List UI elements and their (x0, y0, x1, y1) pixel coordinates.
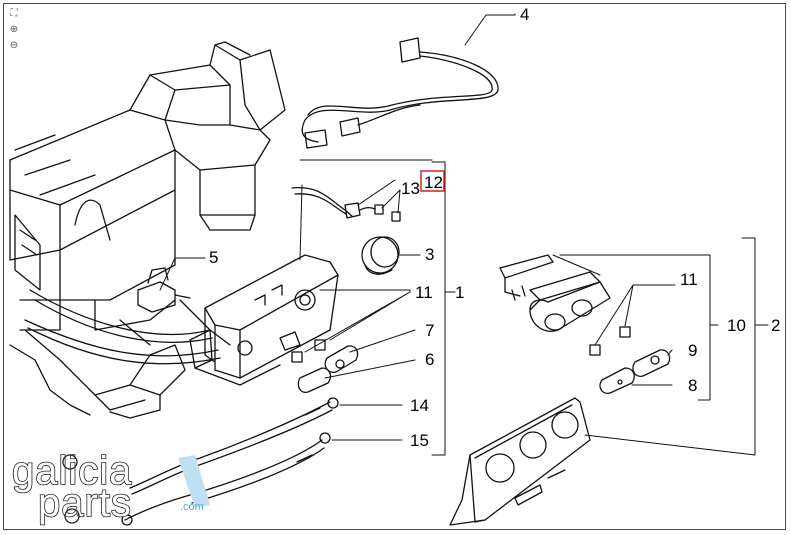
fit-view-icon[interactable]: ⛶ (10, 8, 18, 19)
callout-15: 15 (410, 431, 429, 450)
heater-housing-drawing (9, 41, 286, 419)
part-6-switch-drawing (297, 367, 332, 393)
leader-lines (159, 13, 769, 456)
part-4-wiring-harness-drawing (301, 37, 499, 149)
part-9-switch-drawing (632, 349, 671, 377)
part-5-connector-drawing (137, 267, 191, 313)
callout-4: 4 (520, 5, 529, 24)
part-8-switch-drawing (599, 367, 635, 394)
callout-9: 9 (688, 341, 697, 360)
callout-3: 3 (425, 245, 434, 264)
callout-13: 13 (401, 179, 420, 198)
part-14-cable-drawing (129, 397, 339, 495)
part-3-knob-drawing (361, 236, 400, 275)
callout-7: 7 (425, 321, 434, 340)
part-7-switch-drawing (324, 345, 359, 373)
callout-6: 6 (425, 350, 434, 369)
callout-12-highlight-box (420, 170, 445, 192)
callout-14: 14 (410, 396, 429, 415)
galiciaparts-logo: galicia parts .com (11, 448, 210, 526)
part-15-cable-drawing (121, 432, 331, 526)
part-13-bulb-harness-drawing (291, 186, 401, 222)
bowden-cables-drawing (24, 289, 221, 365)
callout-8: 8 (688, 376, 697, 395)
logo-line1: galicia (12, 449, 132, 493)
callout-1: 1 (455, 283, 464, 302)
part-1-control-panel-drawing (189, 254, 339, 386)
callout-12: 12 (424, 173, 443, 192)
part-11b-bulbs-drawing (589, 326, 631, 356)
logo-line2: parts (38, 481, 132, 525)
logo-suffix: .com (180, 501, 204, 513)
part-11a-bulbs-drawing (291, 339, 326, 363)
callout-2: 2 (771, 316, 780, 335)
part-2-front-bezel-drawing (449, 397, 591, 526)
zoom-in-icon[interactable]: ⊕ (9, 24, 19, 35)
callout-11-lower: 11 (680, 270, 698, 289)
diagram-frame (3, 3, 786, 530)
callout-11-upper: 11 (415, 283, 433, 302)
callout-10: 10 (727, 316, 746, 335)
callout-5: 5 (209, 248, 218, 267)
part-10-switch-housing-drawing (499, 254, 611, 332)
zoom-out-icon[interactable]: ⊖ (9, 40, 19, 51)
